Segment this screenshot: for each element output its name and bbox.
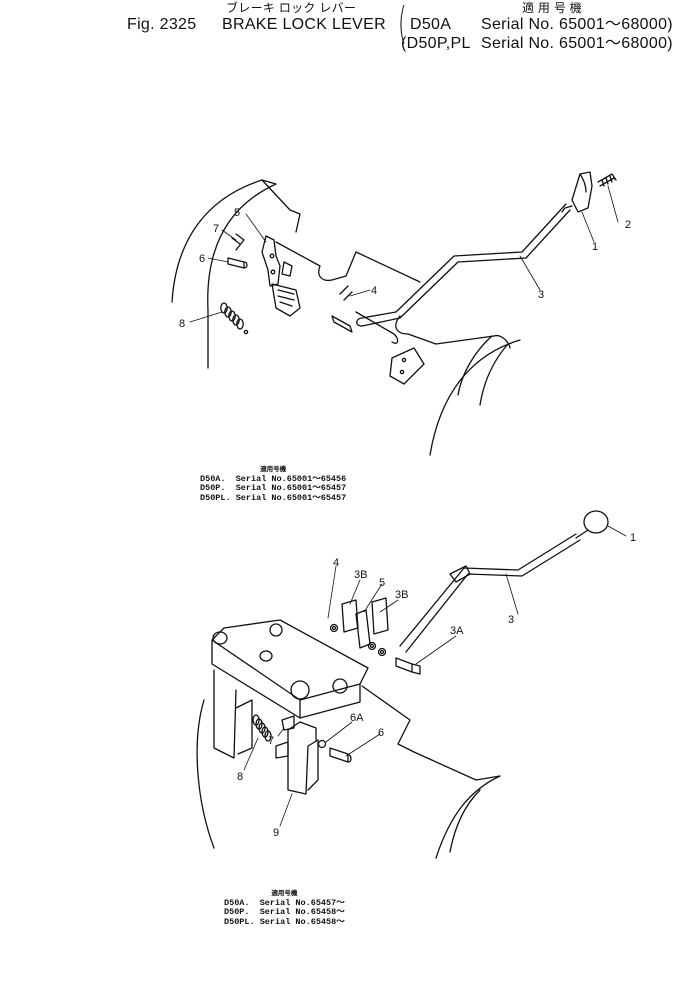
top-note-row-d50p: D50P. Serial No.65001～65457: [200, 483, 347, 493]
bottom-label-1: 1: [630, 532, 636, 544]
top-knob: [571, 171, 593, 213]
bottom-label-6: 6: [378, 727, 384, 739]
top-pin-6: [227, 257, 245, 269]
bottom-label-3b-left: 3B: [354, 569, 367, 581]
header-bracket: (: [398, 0, 407, 49]
bottom-note-row-d50a: D50A. Serial No.65457～: [224, 897, 345, 908]
bottom-label-3a: 3A: [450, 625, 464, 637]
top-latch: [271, 283, 301, 317]
bottom-label-4: 4: [333, 557, 339, 569]
bottom-note-heading: 適用号機: [271, 890, 298, 897]
top-note-heading: 適用号機: [260, 466, 287, 473]
serial-d50p-pl: Serial No. 65001～68000): [481, 35, 673, 52]
bottom-body-left: [213, 669, 237, 759]
top-frame-curve: [429, 339, 521, 456]
bottom-rod-lower: [405, 539, 581, 653]
bottom-spring: [252, 714, 272, 742]
bottom-label-5: 5: [379, 577, 385, 589]
bottom-assembly-drawing: [196, 510, 627, 859]
applicable-heading: 適 用 号 機: [522, 1, 583, 15]
bottom-label-7: 7: [268, 735, 274, 747]
top-rod-upper: [361, 203, 567, 319]
top-rod-lower: [361, 209, 571, 327]
top-label-6: 6: [199, 253, 205, 265]
bottom-rod-upper: [399, 533, 577, 647]
figure-number: Fig. 2325: [127, 16, 197, 33]
bottom-label-9: 9: [273, 827, 279, 839]
bottom-lever: [287, 729, 319, 795]
bottom-label-6a: 6A: [350, 712, 364, 724]
bottom-part-labels: 1 3 4 3B 5 3B 3A 6A 6 7 8 9: [237, 532, 636, 839]
bottom-pin-6: [329, 747, 349, 763]
top-label-1: 1: [592, 241, 598, 253]
top-label-5: 5: [234, 207, 240, 219]
top-spring: [220, 302, 244, 330]
serial-d50a: Serial No. 65001～68000): [481, 16, 673, 33]
bottom-frame-curve: [435, 775, 501, 859]
top-note-row-d50pl: D50PL. Serial No.65001～65457: [200, 492, 347, 503]
top-fender-outline: [171, 179, 277, 369]
top-label-4: 4: [371, 285, 377, 297]
top-label-2: 2: [625, 219, 631, 231]
top-label-3: 3: [538, 289, 544, 301]
model-d50p-pl: (D50P,PL: [401, 35, 471, 52]
bottom-knob: [583, 510, 609, 534]
top-lever: [261, 235, 281, 287]
top-note-row-d50a: D50A. Serial No.65001～65456: [200, 473, 347, 484]
bottom-label-3: 3: [508, 614, 514, 626]
top-label-8: 8: [179, 318, 185, 330]
top-label-7: 7: [213, 223, 219, 235]
bottom-note-row-d50p: D50P. Serial No.65458～: [224, 907, 345, 917]
top-small-plate: [389, 347, 425, 385]
model-d50a: D50A: [410, 16, 452, 33]
bottom-note-row-d50pl: D50PL. Serial No.65458～: [224, 916, 345, 927]
bottom-label-3b-right: 3B: [395, 589, 408, 601]
bottom-bolt: [395, 657, 413, 673]
top-assembly-drawing: [171, 171, 619, 456]
title-japanese: ブレーキ ロック レバー: [226, 1, 357, 15]
bottom-label-8: 8: [237, 771, 243, 783]
figure-title: BRAKE LOCK LEVER: [222, 16, 386, 33]
top-part-labels: 1 2 3 4 5 6 7 8: [179, 207, 631, 330]
